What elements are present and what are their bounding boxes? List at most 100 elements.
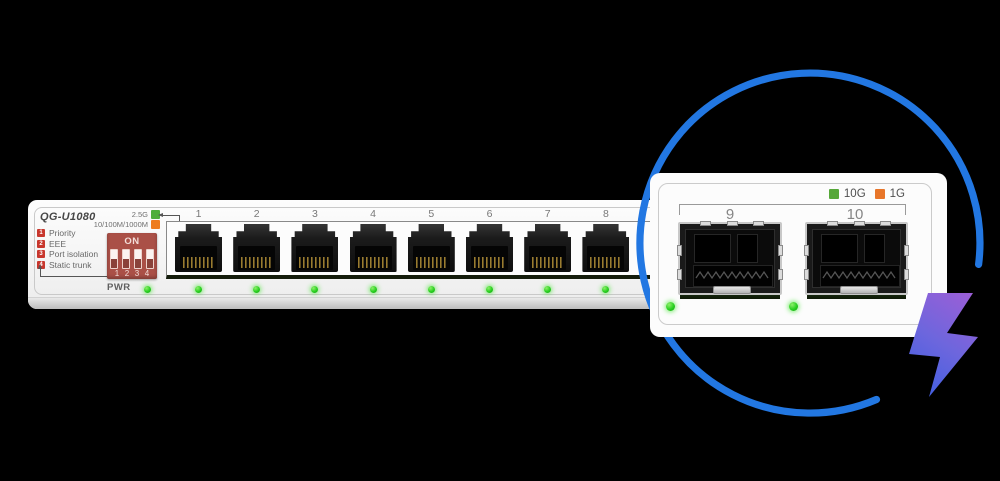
rj45-pins	[357, 257, 389, 268]
rj45-port-1	[175, 224, 222, 272]
rj45-pins	[299, 257, 331, 268]
panel-faceplate-outline	[658, 183, 932, 325]
dip-slider-handle	[123, 250, 129, 259]
dip-on-label: ON	[124, 236, 140, 247]
dip-slider-handle	[147, 250, 153, 259]
port-number: 8	[602, 207, 609, 220]
dip-num: 2	[124, 269, 130, 278]
sfp-opening	[694, 234, 731, 263]
port-2-led	[253, 286, 261, 293]
rj45-port-7	[524, 224, 572, 272]
rj45-port-6	[466, 224, 513, 272]
dip-slider-1	[110, 249, 118, 269]
speed-legend-row-1g: 10/100M/1000M	[93, 219, 160, 229]
rj45-pins	[532, 257, 564, 268]
feature-legend-label: Priority	[49, 228, 76, 239]
dip-position-numbers: 1 2 3 4	[107, 269, 157, 278]
cage-tab	[677, 269, 682, 280]
port-7-led	[544, 286, 552, 293]
green-square-icon	[151, 209, 160, 219]
feature-legend-row: 3 Port isolation	[37, 249, 98, 260]
dip-num: 1	[114, 269, 120, 278]
sfp-bail-latch	[713, 286, 751, 294]
switch-base-edge	[28, 297, 700, 309]
port-5-led	[427, 286, 435, 293]
zoom-callout-panel: 10G 1G 9 10	[650, 173, 947, 337]
cage-tab	[880, 221, 891, 226]
rj45-port-5	[407, 224, 455, 272]
port-6-led	[486, 286, 493, 293]
rj45-port-4	[349, 224, 397, 272]
rj45-port-3	[291, 224, 339, 272]
legend-number-badge: 3	[37, 250, 45, 259]
port-number: 5	[428, 207, 435, 220]
cage-tab	[753, 221, 764, 226]
legend-number-badge: 2	[37, 239, 45, 248]
pcb-edge	[807, 291, 906, 299]
port-4-led	[369, 286, 377, 293]
port-number: 6	[486, 207, 493, 220]
feature-legend-row: 2 EEE	[37, 239, 98, 250]
sfp-opening	[821, 234, 858, 263]
feature-legend-label: EEE	[49, 238, 67, 249]
pwr-label: PWR	[107, 282, 131, 293]
dip-slider-handle	[135, 250, 141, 259]
speed-legend: 2.5G 10/100M/1000M	[93, 209, 160, 229]
cage-tab	[778, 269, 783, 280]
dip-num: 3	[134, 269, 140, 278]
arrow-left-icon	[158, 212, 163, 217]
port-3-led	[311, 286, 319, 293]
port-1-led	[195, 286, 202, 293]
dip-switch-block: ON 1 2 3 4	[107, 233, 157, 279]
sfp-bail-latch	[840, 286, 878, 294]
orange-square-icon	[874, 189, 885, 199]
leader-line	[178, 215, 180, 222]
port-number: 9	[725, 206, 735, 223]
feature-legend-row: 1 Priority	[37, 228, 98, 239]
speed-legend-label: 1G	[889, 188, 905, 200]
port-10-led	[788, 301, 798, 311]
feature-legend-label: Static trunk	[49, 260, 92, 271]
leader-line	[39, 269, 41, 276]
sfp-port-9	[677, 221, 783, 295]
cage-tab	[827, 221, 838, 226]
sfp-ports-bracket	[679, 204, 906, 215]
feature-legend-row: 4 Static trunk	[37, 260, 98, 271]
rj45-port-strip	[166, 221, 655, 279]
green-square-icon	[828, 189, 839, 199]
rj45-pins	[241, 257, 273, 268]
rj45-port-8	[582, 224, 630, 272]
port-number: 3	[311, 207, 318, 220]
port-8-led	[602, 286, 610, 293]
contact-fingers-icon	[822, 270, 896, 280]
legend-number-badge: 1	[37, 229, 45, 238]
port-9-led	[665, 301, 675, 311]
sfp-speed-legend: 10G 1G	[828, 188, 909, 200]
port-number: 10	[846, 206, 864, 223]
sfp-opening	[864, 234, 885, 263]
arrow-up-icon	[37, 264, 42, 269]
rj45-pins	[590, 257, 622, 268]
port-number: 7	[544, 207, 551, 220]
leader-line	[39, 275, 107, 277]
leader-line	[163, 214, 179, 216]
sfp-contact-slot	[693, 265, 773, 287]
orange-square-icon	[151, 219, 160, 229]
rj45-pins	[415, 257, 447, 268]
sfp-opening	[737, 234, 758, 263]
rj45-port-2	[233, 224, 281, 272]
speed-legend-label: 10G	[843, 188, 866, 200]
dip-slider-2	[122, 249, 130, 269]
dip-slider-handle	[111, 250, 117, 259]
sfp-port-10	[804, 221, 909, 295]
cage-tab	[854, 221, 865, 226]
port-number: 4	[370, 207, 377, 220]
dip-slider-3	[134, 249, 142, 269]
rj45-pins	[183, 257, 214, 268]
cage-tab	[778, 245, 783, 256]
speed-legend-label: 10/100M/1000M	[93, 219, 148, 229]
port-number: 1	[195, 207, 202, 220]
speed-legend-label: 2.5G	[131, 209, 148, 219]
cage-tab	[677, 245, 682, 256]
